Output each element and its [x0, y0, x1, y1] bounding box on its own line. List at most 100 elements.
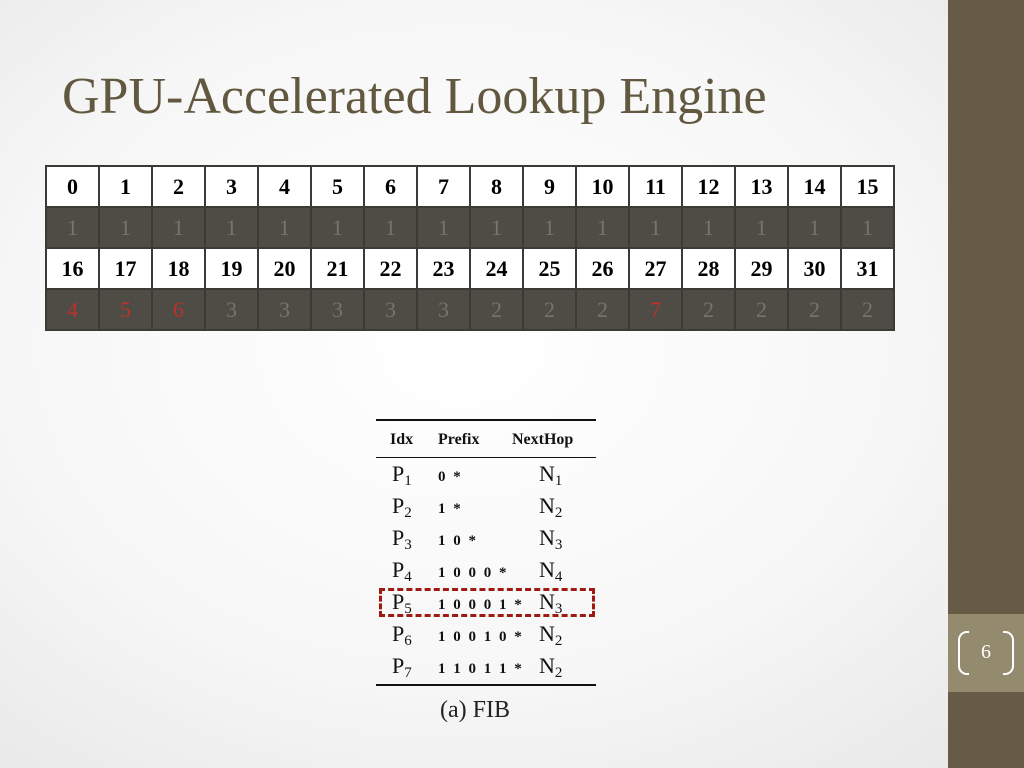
value-cell: 1 — [787, 206, 842, 249]
fib-prefix: 1 0 0 0 * — [438, 565, 509, 581]
cell-text: 21 — [326, 255, 349, 281]
cell-text: 1 — [809, 214, 820, 240]
right-brace-icon — [1003, 631, 1014, 675]
cell-text: 24 — [485, 255, 508, 281]
page-number: 6 — [981, 641, 991, 663]
cell-text: 30 — [803, 255, 826, 281]
index-cell: 5 — [310, 165, 365, 208]
cell-text: 20 — [273, 255, 296, 281]
value-cell: 6 — [151, 288, 206, 331]
index-cell: 7 — [416, 165, 471, 208]
value-cell: 5 — [98, 288, 153, 331]
value-cell: 1 — [257, 206, 312, 249]
fib-top-rule — [376, 419, 596, 421]
cell-text: 23 — [432, 255, 455, 281]
fib-idx: P3 — [392, 525, 412, 553]
cell-text: 19 — [220, 255, 243, 281]
cell-text: 1 — [226, 214, 237, 240]
index-cell: 0 — [45, 165, 100, 208]
value-cell: 4 — [45, 288, 100, 331]
index-cell: 27 — [628, 247, 683, 290]
index-cell: 23 — [416, 247, 471, 290]
cell-text: 1 — [173, 214, 184, 240]
cell-text: 27 — [644, 255, 667, 281]
fib-prefix: 1 0 0 1 0 * — [438, 629, 524, 645]
cell-text: 5 — [120, 296, 131, 322]
cell-text: 6 — [173, 296, 184, 322]
cell-text: 0 — [67, 173, 78, 199]
index-cell: 29 — [734, 247, 789, 290]
cell-text: 1 — [279, 214, 290, 240]
cell-text: 2 — [597, 296, 608, 322]
cell-text: 3 — [332, 296, 343, 322]
value-cell: 1 — [98, 206, 153, 249]
value-cell: 1 — [416, 206, 471, 249]
value-cell: 3 — [257, 288, 312, 331]
fib-idx: P7 — [392, 653, 412, 681]
index-cell: 20 — [257, 247, 312, 290]
fib-nexthop: N2 — [539, 621, 563, 649]
index-cell: 21 — [310, 247, 365, 290]
cell-text: 3 — [226, 173, 237, 199]
cell-text: 12 — [697, 173, 720, 199]
index-cell: 13 — [734, 165, 789, 208]
fib-nexthop: N3 — [539, 589, 563, 617]
cell-text: 3 — [438, 296, 449, 322]
value-cell: 1 — [681, 206, 736, 249]
fib-prefix: 1 0 0 0 1 * — [438, 597, 524, 613]
cell-text: 1 — [650, 214, 661, 240]
cell-text: 2 — [544, 296, 555, 322]
value-cell: 1 — [575, 206, 630, 249]
cell-text: 1 — [597, 214, 608, 240]
cell-text: 2 — [703, 296, 714, 322]
index-cell: 9 — [522, 165, 577, 208]
page-number-box: 6 — [948, 614, 1024, 692]
fib-header-idx: Idx — [390, 431, 414, 448]
cell-text: 2 — [756, 296, 767, 322]
fib-nexthop: N2 — [539, 493, 563, 521]
cell-text: 1 — [120, 173, 131, 199]
index-cell: 6 — [363, 165, 418, 208]
value-cell: 1 — [522, 206, 577, 249]
index-cell: 31 — [840, 247, 895, 290]
value-cell: 1 — [204, 206, 259, 249]
index-cell: 10 — [575, 165, 630, 208]
cell-text: 10 — [591, 173, 614, 199]
left-brace-icon — [958, 631, 969, 675]
index-cell: 18 — [151, 247, 206, 290]
fib-caption: (a) FIB — [440, 697, 510, 723]
index-cell: 15 — [840, 165, 895, 208]
value-cell: 1 — [151, 206, 206, 249]
cell-text: 1 — [703, 214, 714, 240]
index-cell: 26 — [575, 247, 630, 290]
value-cell: 3 — [310, 288, 365, 331]
cell-text: 9 — [544, 173, 555, 199]
fib-idx: P1 — [392, 461, 412, 489]
fib-nexthop: N1 — [539, 461, 563, 489]
cell-text: 13 — [750, 173, 773, 199]
value-cell: 3 — [204, 288, 259, 331]
cell-text: 7 — [438, 173, 449, 199]
fib-header-nexthop: NextHop — [512, 431, 574, 448]
value-cell: 1 — [310, 206, 365, 249]
cell-text: 1 — [67, 214, 78, 240]
cell-text: 2 — [173, 173, 184, 199]
index-cell: 8 — [469, 165, 524, 208]
cell-text: 22 — [379, 255, 402, 281]
cell-text: 1 — [332, 214, 343, 240]
fib-prefix: 1 0 * — [438, 533, 478, 549]
fib-idx: P2 — [392, 493, 412, 521]
cell-text: 29 — [750, 255, 773, 281]
cell-text: 31 — [856, 255, 879, 281]
value-cell: 2 — [734, 288, 789, 331]
cell-text: 2 — [491, 296, 502, 322]
cell-text: 1 — [862, 214, 873, 240]
value-cell: 3 — [363, 288, 418, 331]
cell-text: 14 — [803, 173, 826, 199]
index-cell: 28 — [681, 247, 736, 290]
